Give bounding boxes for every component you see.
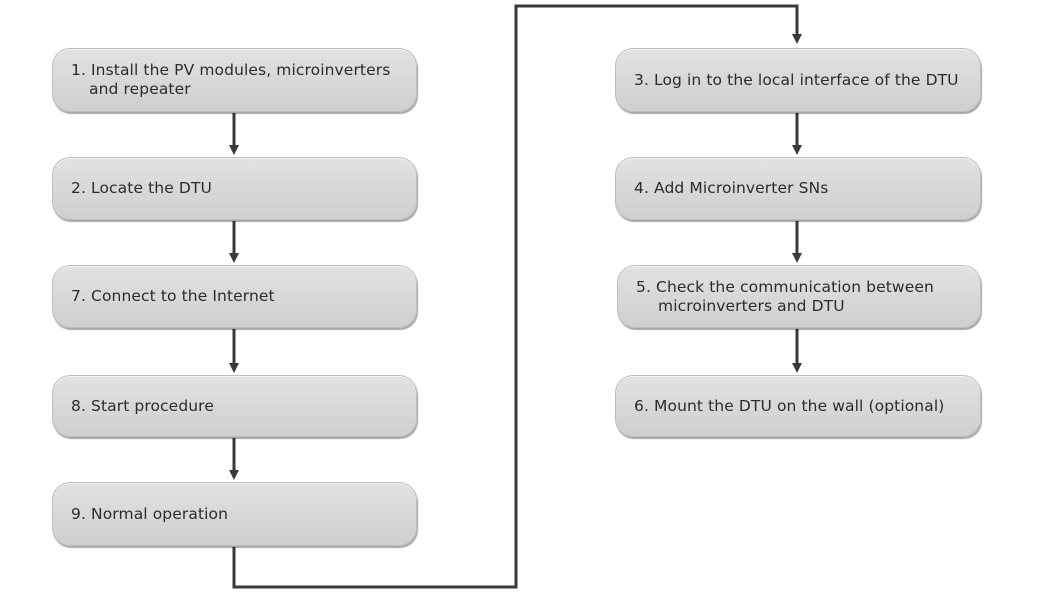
step-5-box: 5. Check the communication between micro… — [617, 265, 981, 328]
step-6-text: 6. Mount the DTU on the wall (optional) — [634, 396, 945, 415]
step-1-box: 1. Install the PV modules, microinverter… — [52, 48, 417, 112]
step-4-text: 4. Add Microinverter SNs — [634, 179, 829, 197]
step-2-text: 2. Locate the DTU — [71, 179, 212, 197]
step-8-box: 8. Start procedure — [52, 375, 417, 437]
step-7-box: 7. Connect to the Internet — [52, 265, 417, 328]
step-3-text: 3. Log in to the local interface of the … — [634, 70, 959, 89]
connector-9-to-3 — [232, 4, 802, 589]
step-9-text: 9. Normal operation — [71, 504, 229, 523]
step-1-line1: 1. Install the PV modules, microinverter… — [71, 61, 391, 79]
step-5-text: 5. Check the communication between micro… — [636, 278, 934, 316]
step-5-line2: microinverters and DTU — [658, 296, 845, 315]
step-5-line1: 5. Check the communication between — [636, 277, 934, 296]
step-6-box: 6. Mount the DTU on the wall (optional) — [615, 375, 981, 437]
step-1-line2: and repeater — [89, 80, 191, 98]
step-3-box: 3. Log in to the local interface of the … — [615, 48, 981, 112]
step-9-box: 9. Normal operation — [52, 482, 417, 546]
step-4-box: 4. Add Microinverter SNs — [615, 157, 981, 220]
step-1-text: 1. Install the PV modules, microinverter… — [71, 61, 390, 99]
step-8-text: 8. Start procedure — [71, 396, 214, 415]
step-2-box: 2. Locate the DTU — [52, 157, 417, 220]
step-7-text: 7. Connect to the Internet — [71, 287, 275, 305]
